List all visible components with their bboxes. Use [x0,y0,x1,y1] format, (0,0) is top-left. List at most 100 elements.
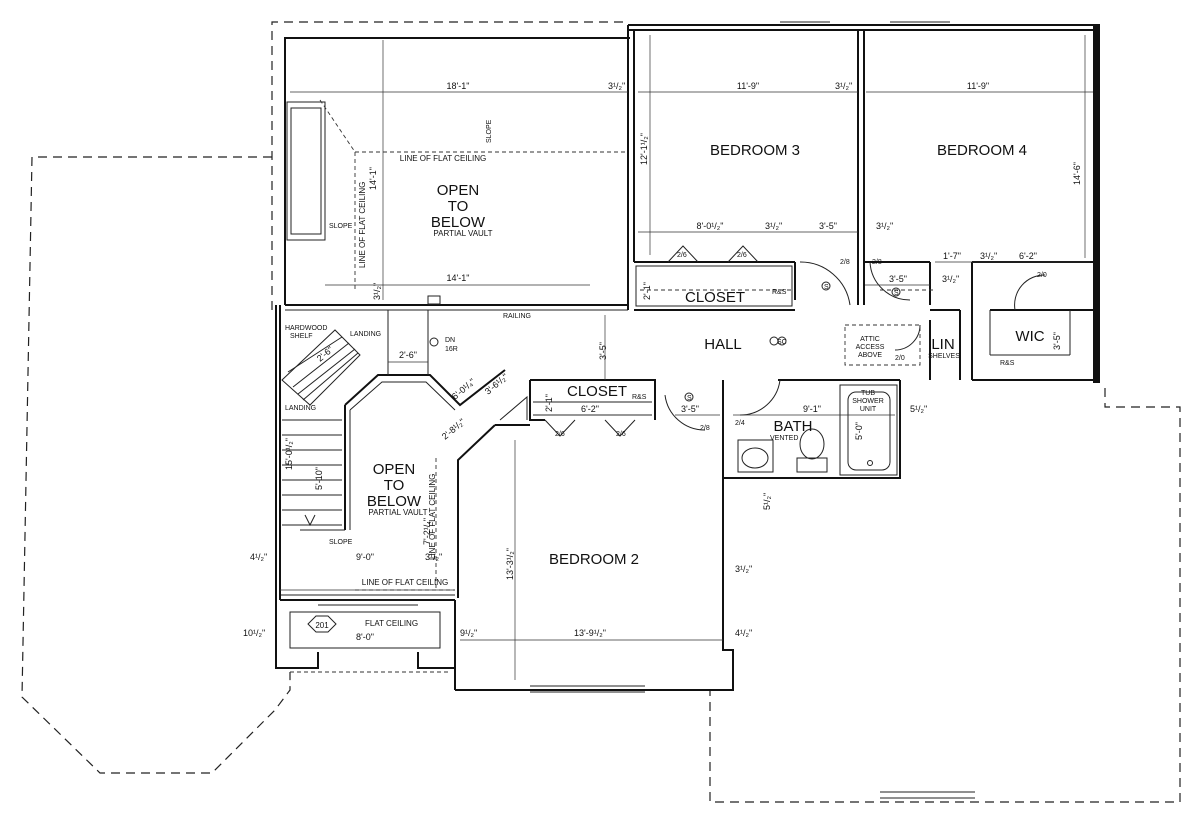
door-size-b3-right: 2/6 [737,252,747,259]
room-number-hexagon [307,615,337,633]
dim-hall-w1: 3'-5" [819,221,837,231]
dim-nine-half: 9¹/₂" [460,628,477,638]
flat-ceiling-bay [289,611,441,649]
sc-label: SC [777,339,787,346]
dn-marker [429,337,439,347]
s-label-hall: S [687,395,692,402]
slope-label-bottom: SLOPE [329,539,353,546]
dim-bath-width: 9'-1" [803,404,821,414]
dim-half-a4: 3¹/₂" [876,221,893,231]
dim-b3-depth: 12'-1¹/₂" [639,133,649,165]
door-size-b3-left: 2/6 [677,252,687,259]
landing-label-left: LANDING [285,405,316,412]
door-size-wic: 2/0 [1037,272,1047,279]
stair-dn: DN [445,337,455,344]
door-size-closet-left: 2/6 [555,431,565,438]
dim-stair-w2: 2'-6" [315,344,335,363]
open-to-below-left-1: OPEN [373,461,416,478]
windows [320,21,975,799]
vented-label: VENTED [770,435,798,442]
dim-open-width: 14'-1" [447,273,470,283]
open-to-below-top-3: BELOW [431,214,486,231]
dim-tub-depth: 5'-0" [854,422,864,440]
door-swing-b3 [799,261,851,306]
attic-label-3: ABOVE [858,352,882,359]
tub-label-2: SHOWER [852,398,884,405]
dim-half-a-b2: 3¹/₂" [735,564,752,574]
rs-label-wic: R&S [1000,360,1015,367]
hardwood-shelf-label-1: HARDWOOD [285,325,327,332]
room-closet-top: CLOSET [685,289,745,306]
hardwood-shelf-label-2: SHELF [290,333,313,340]
dim-stair-w1: 2'-6" [399,350,417,360]
dim-five-half-vert: 5¹/₂" [762,493,772,510]
room-wic: WIC [1015,328,1044,345]
flat-ceiling-label-bottom: LINE OF FLAT CEILING [362,578,448,587]
s-label-b3: S [824,284,829,291]
dim-b4-width: 11'-9" [967,81,989,91]
tub-label-3: UNIT [860,406,877,413]
bifold-door-right [727,245,759,263]
roof-outline-left [21,156,291,774]
dim-open-depth: 14'-1" [368,167,378,190]
dim-closet-depth: 2'-1" [642,282,652,300]
stair-risers: 16R [445,346,458,353]
dim-diag1: 6'-0¹/₄" [450,376,477,401]
flat-ceiling-label: FLAT CEILING [365,619,418,628]
dim-b2-depth: 13'-3¹/₂" [505,548,515,580]
dim-half-a6: 3¹/₂" [942,274,959,284]
dim-wic-depth: 3'-5" [1052,332,1062,350]
room-bedroom3: BEDROOM 3 [710,142,800,159]
dim-b2-width: 13'-9¹/₂" [574,628,606,638]
door-swing-wic [1014,274,1046,311]
room-lin: LIN [931,336,954,353]
smoke-detector-hall [684,392,694,402]
dim-top-width: 18'-1" [447,81,470,91]
door-swing-closet [664,394,706,431]
door-size-bath: 2/4 [735,420,745,427]
bath-fixtures [737,384,898,476]
dim-half-a-left: 3¹/₂" [425,552,442,562]
attic-access-hatch [844,324,921,366]
door-size-b4: 2/8 [872,259,882,266]
dim-four-half-right: 4¹/₂" [735,628,752,638]
room-number: 201 [315,621,329,630]
dim-ten-half: 10¹/₂" [243,628,265,638]
dim-half-a5: 3¹/₂" [980,251,997,261]
smoke-detector-2 [777,336,787,346]
s-label-b4: S [894,290,899,297]
room-bath: BATH [774,418,813,435]
dim-wic-width: 6'-2" [1019,251,1037,261]
closet-top-outline [635,265,793,307]
door-swing-bath [739,379,781,416]
door-swing-lin [894,324,921,351]
door-size-closet-right: 2/6 [616,431,626,438]
tub-label-1: TUB [861,390,875,397]
dim-five-half: 5¹/₂" [910,404,927,414]
door-swing-b4 [869,261,911,301]
roof-outline-right [709,388,1181,803]
stair-treads [281,329,361,531]
stair-railing [344,295,506,530]
room-bedroom4: BEDROOM 4 [937,142,1027,159]
bedroom-walls [627,25,1093,380]
smoke-detector-b4 [891,287,901,297]
dim-closet-hall: 3'-5" [681,404,699,414]
dim-lin-width: 1'-7" [943,251,961,261]
dim-half-a-stair: 3¹/₂" [372,283,382,300]
dim-left-depth: 7'-2¹/₄" [422,518,432,545]
window-bay-top [286,101,326,241]
railing-label: RAILING [503,313,531,320]
attic-label-2: ACCESS [856,344,885,351]
flat-ceiling-label-vertical-top: LINE OF FLAT CEILING [358,182,367,268]
smoke-detector-b3 [821,281,831,291]
dim-stair-length: 15'-0¹/₂" [284,438,294,470]
dim-hall-depth: 3'-5" [598,342,608,360]
dim-half-a1: 3¹/₂" [608,81,625,91]
dim-hall-w2: 3'-5" [889,274,907,284]
dim-flat-width: 8'-0" [356,632,374,642]
dim-half-a2: 3¹/₂" [835,81,852,91]
dim-stair-length2: 5'-10" [314,467,324,490]
dim-closet-width: 8'-0¹/₂" [697,221,724,231]
